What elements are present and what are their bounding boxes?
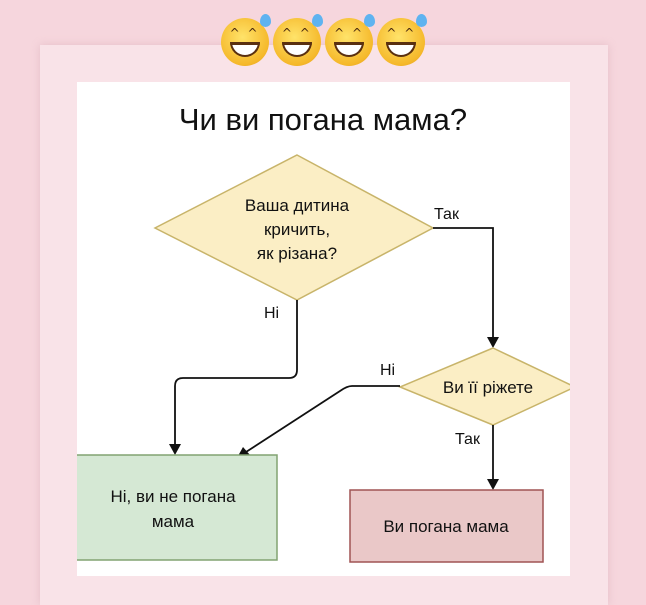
decision1-line: як різана? (257, 244, 337, 263)
edge-no-2 (245, 385, 400, 453)
result-good-line: Ні, ви не погана (110, 487, 236, 506)
decision1-line: Ваша дитина (245, 196, 350, 215)
decision1-line: кричить, (264, 220, 330, 239)
arrowhead-icon (487, 337, 499, 348)
flowchart-image: Чи ви погана мама? Ваша дитина кричить, … (77, 82, 570, 576)
chart-title: Чи ви погана мама? (179, 102, 467, 137)
result-bad-mom (349, 489, 544, 563)
emoji-row: ^ ^ ^ ^ ^ ^ ^ ^ (0, 14, 646, 77)
result-bad-label: Ви погана мама (383, 517, 509, 536)
edge-yes-1-label: Так (434, 206, 460, 223)
decision2-label: Ви її ріжете (443, 378, 533, 397)
edge-yes-2-label: Так (455, 431, 481, 448)
sweat-smile-emoji-icon: ^ ^ (220, 14, 271, 66)
sweat-smile-emoji-icon: ^ ^ (272, 14, 323, 66)
sweat-smile-emoji-icon: ^ ^ (377, 14, 428, 66)
sweat-smile-emoji-icon: ^ ^ (325, 14, 376, 66)
arrowhead-icon (487, 479, 499, 490)
edge-no-1 (174, 300, 298, 450)
result-good-line: мама (152, 512, 195, 531)
arrowhead-icon (238, 447, 250, 456)
edge-yes-1 (433, 227, 494, 343)
edge-no-1-label: Ні (264, 305, 279, 322)
result-not-bad-mom (77, 454, 278, 561)
edge-no-2-label: Ні (380, 362, 395, 379)
arrowhead-icon (169, 444, 181, 455)
flowchart: Чи ви погана мама? Ваша дитина кричить, … (77, 102, 570, 563)
